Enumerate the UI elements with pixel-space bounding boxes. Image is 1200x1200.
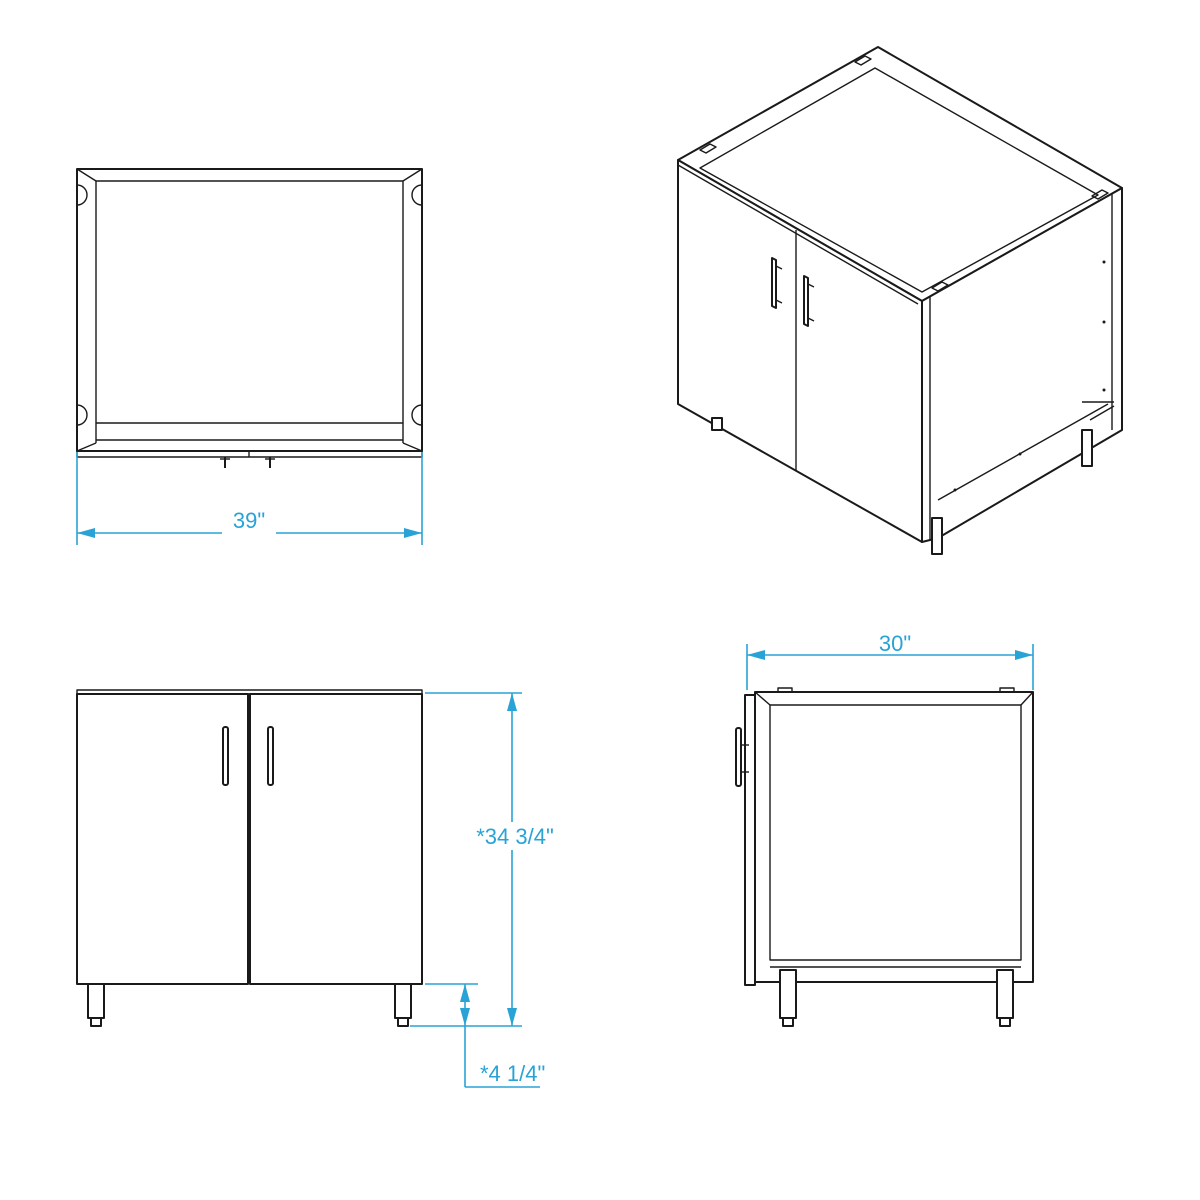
- isometric-view: [677, 46, 1123, 555]
- width-dimension: 39": [76, 452, 423, 545]
- leg-height-label: *4 1/4": [480, 1061, 545, 1086]
- side-door-edge: [744, 694, 756, 986]
- top-view: [76, 168, 423, 468]
- front-view: [76, 689, 423, 1027]
- side-view: [735, 687, 1034, 1027]
- height-dimension: *34 3/4": [410, 692, 560, 1027]
- height-label: *34 3/4": [476, 824, 554, 849]
- left-door-handle: [222, 726, 229, 786]
- side-handle: [735, 727, 742, 787]
- leg-height-dimension: *4 1/4": [425, 983, 545, 1088]
- depth-dimension: 30": [746, 630, 1034, 690]
- right-door: [249, 693, 423, 985]
- left-door: [76, 693, 249, 985]
- right-door-handle: [267, 726, 274, 786]
- depth-label: 30": [879, 631, 911, 656]
- width-label: 39": [233, 508, 265, 533]
